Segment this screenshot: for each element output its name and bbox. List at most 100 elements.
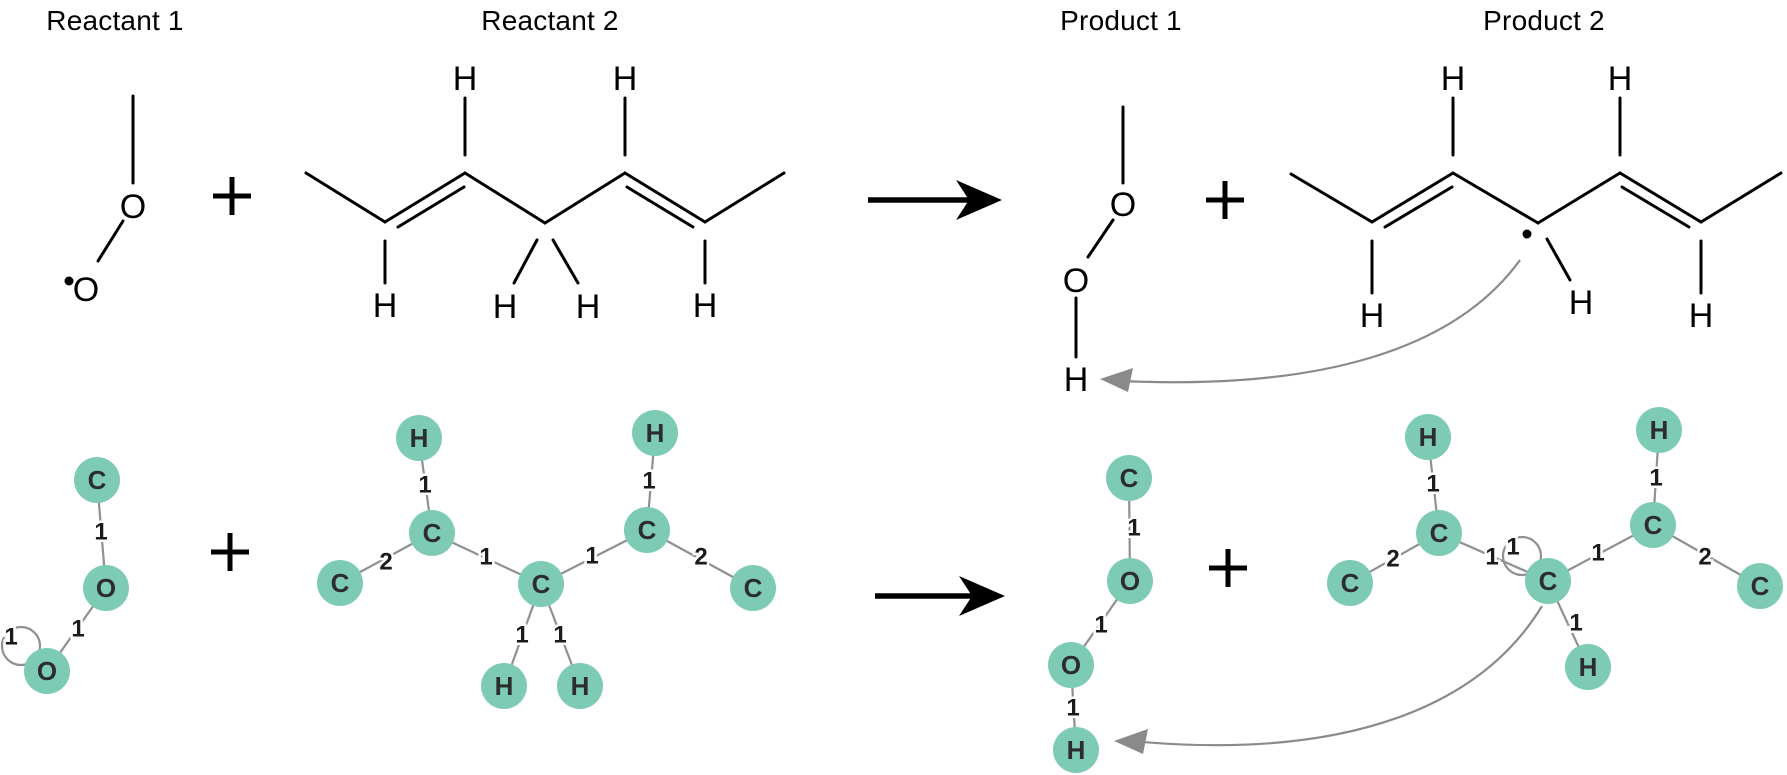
atom-label-H: H bbox=[373, 287, 398, 325]
bond-order-label: 1 bbox=[94, 518, 107, 545]
reaction-arrowhead bbox=[959, 576, 1005, 616]
atom-label-O: O bbox=[120, 188, 146, 226]
graph-node-label-C: C bbox=[532, 569, 551, 599]
atom-label-H: H bbox=[1441, 60, 1466, 98]
bond-line bbox=[1536, 171, 1622, 225]
bond-order-label: 1 bbox=[1485, 543, 1498, 570]
graph-node-O bbox=[24, 648, 70, 694]
bond-line bbox=[703, 171, 786, 224]
bond-order-label: 1 bbox=[1569, 609, 1582, 636]
graph-node-C bbox=[74, 457, 120, 503]
curved-arrow-path bbox=[1121, 259, 1521, 384]
bond-line bbox=[96, 219, 125, 263]
atom-label-O: O bbox=[1110, 186, 1136, 224]
graph-node-label-C: C bbox=[744, 573, 763, 603]
graph-node-label-C: C bbox=[1751, 571, 1770, 601]
bond-line bbox=[304, 171, 387, 224]
bond-order-label: 1 bbox=[585, 542, 598, 569]
bond-order-label: 2 bbox=[1698, 543, 1711, 570]
bond-line bbox=[1383, 185, 1454, 229]
graph-node-H bbox=[1053, 727, 1099, 773]
graph-node-label-H: H bbox=[1650, 415, 1669, 445]
graph-node-C bbox=[1416, 510, 1462, 556]
bond-order-label: 1 bbox=[1094, 611, 1107, 638]
bond-line bbox=[1289, 172, 1374, 224]
bond-order-label: 1 bbox=[1127, 514, 1140, 541]
graph-node-C bbox=[409, 510, 455, 556]
graph-node-label-O: O bbox=[1061, 650, 1081, 680]
graph-node-O bbox=[1048, 642, 1094, 688]
bond-line bbox=[623, 171, 707, 224]
reaction-arrow bbox=[868, 180, 1002, 220]
h-abstraction-arrow-bottom bbox=[1114, 605, 1543, 754]
bond-line bbox=[625, 185, 695, 229]
radical-dot bbox=[1522, 229, 1532, 239]
bond-line bbox=[1618, 171, 1703, 224]
graph-node-label-C: C bbox=[423, 518, 442, 548]
atom-label-H: H bbox=[1608, 60, 1633, 98]
graph-node-C bbox=[1630, 502, 1676, 548]
curved-arrow-path bbox=[1141, 605, 1543, 747]
bond-line bbox=[1620, 185, 1691, 229]
radical-dot bbox=[64, 276, 74, 286]
bond-line bbox=[1451, 171, 1540, 225]
graph-node-O bbox=[83, 565, 129, 611]
graph-node-label-C: C bbox=[331, 568, 350, 598]
curved-arrowhead bbox=[1100, 368, 1133, 392]
graph-node-C bbox=[1737, 563, 1783, 609]
bond-order-label: 1 bbox=[1591, 539, 1604, 566]
graph-node-H bbox=[396, 415, 442, 461]
plus-sign bbox=[211, 533, 249, 571]
graph-node-H bbox=[557, 663, 603, 709]
graph-node-O bbox=[1107, 558, 1153, 604]
graph-node-H bbox=[1565, 644, 1611, 690]
graph-self-loop bbox=[1501, 535, 1543, 577]
graph-node-label-C: C bbox=[1644, 510, 1663, 540]
atom-label-H: H bbox=[576, 288, 601, 326]
atom-label-H: H bbox=[493, 288, 518, 326]
bond-order-label: 1 bbox=[642, 467, 655, 494]
bond-line bbox=[543, 171, 627, 225]
atom-label-O: O bbox=[73, 271, 99, 309]
bond-line bbox=[1545, 237, 1572, 282]
bond-line bbox=[1699, 171, 1783, 224]
header-product-2: Product 2 bbox=[1483, 5, 1605, 36]
bond-order-label: 1 bbox=[1649, 464, 1662, 491]
bond-order-label: 1 bbox=[1066, 694, 1079, 721]
bond-line bbox=[463, 171, 547, 225]
atom-label-H: H bbox=[1689, 297, 1714, 335]
graph-node-label-C: C bbox=[1120, 463, 1139, 493]
plus-sign bbox=[1206, 181, 1244, 219]
graph-node-C bbox=[624, 507, 670, 553]
graph-node-label-H: H bbox=[646, 418, 665, 448]
bond-order-label: 1 bbox=[71, 615, 84, 642]
graph-node-H bbox=[481, 663, 527, 709]
graph-node-H bbox=[632, 410, 678, 456]
header-reactant-1: Reactant 1 bbox=[46, 5, 184, 36]
bond-line bbox=[383, 171, 467, 224]
reactant-1-structure: OO bbox=[64, 94, 146, 309]
loop-order-label: 1 bbox=[4, 623, 17, 650]
graph-node-label-C: C bbox=[638, 515, 657, 545]
graph-node-H bbox=[1636, 407, 1682, 453]
atom-label-H: H bbox=[1064, 361, 1089, 399]
graph-node-C bbox=[317, 560, 363, 606]
graph-node-C bbox=[1106, 455, 1152, 501]
bond-line bbox=[396, 185, 466, 229]
atom-label-H: H bbox=[693, 287, 718, 325]
graph-node-H bbox=[1405, 414, 1451, 460]
product-1-structure: OOH bbox=[1063, 105, 1136, 399]
graph-node-C bbox=[730, 565, 776, 611]
graph-node-C bbox=[518, 561, 564, 607]
bond-line bbox=[512, 238, 539, 285]
graph-self-loop bbox=[0, 625, 42, 667]
bond-order-label: 2 bbox=[694, 543, 707, 570]
reaction-arrow bbox=[875, 576, 1005, 616]
graph-node-C bbox=[1525, 558, 1571, 604]
